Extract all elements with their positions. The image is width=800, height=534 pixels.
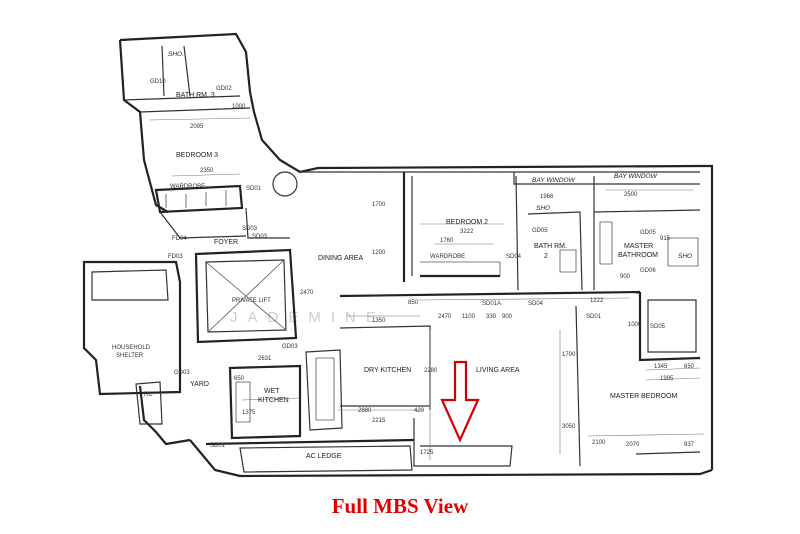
label-sho-2: SHO — [536, 205, 550, 212]
dim-value: 1100 — [462, 314, 476, 320]
dim-value: 1995 — [660, 376, 674, 382]
door-sd01a: SD01A — [482, 301, 501, 307]
door-sd04-a: SD04 — [528, 301, 544, 307]
door-sd01-b: SD01 — [210, 443, 226, 449]
dim-value: 2470 — [438, 314, 452, 320]
dim-value: 1966 — [540, 194, 554, 200]
caption: Full MBS View — [331, 494, 469, 518]
label-master: MASTER — [624, 243, 653, 250]
label-bath2: BATH RM. — [534, 243, 567, 250]
dim-value: 2631 — [258, 356, 272, 362]
door-gd03-b: GD03 — [174, 370, 190, 376]
label-dry-kitchen: DRY KITCHEN — [364, 367, 411, 374]
label-yard: YARD — [190, 381, 209, 388]
room-labels: BATH RM. 3 BEDROOM 3 WARDROBE FOYER PRIV… — [112, 51, 692, 460]
dim-value: 2070 — [626, 442, 640, 448]
dim-value: 650 — [234, 376, 245, 382]
label-sho-1: SHO. — [168, 51, 184, 58]
label-private-lift: PRIVATE LIFT — [232, 298, 271, 304]
dimension-numbers: 2095 1000 2350 1760 3222 1966 2500 915 9… — [190, 104, 695, 456]
label-bathroom: BATHROOM — [618, 252, 658, 259]
door-sd03-b: SD03 — [252, 234, 268, 240]
interior-walls — [123, 45, 701, 473]
label-sho-3: SHO — [678, 253, 692, 260]
dim-value: 1200 — [372, 250, 386, 256]
label-shelter: SHELTER — [116, 353, 144, 359]
door-gd02: GD02 — [216, 86, 232, 92]
label-bath3: BATH RM. 3 — [176, 92, 215, 99]
door-gd05-b: GD05 — [640, 230, 656, 236]
dim-value: 1700 — [562, 352, 576, 358]
dimension-lines — [149, 117, 705, 460]
door-sd01-c: SD01 — [586, 314, 602, 320]
dim-value: 2280 — [424, 368, 438, 374]
label-bedroom3: BEDROOM 3 — [176, 152, 218, 159]
dim-value: 1000 — [628, 322, 642, 328]
label-wardrobe3: WARDROBE — [170, 184, 205, 190]
dim-value: 1345 — [654, 364, 668, 370]
dim-value: 420 — [414, 408, 425, 414]
dim-value: 850 — [408, 300, 419, 306]
dim-value: 2215 — [372, 418, 386, 424]
door-sd01-a: SD01 — [246, 186, 262, 192]
dim-value: 900 — [620, 274, 631, 280]
dim-value: 937 — [684, 442, 695, 448]
dim-value: 1222 — [590, 298, 604, 304]
red-arrow-icon — [440, 360, 480, 443]
dim-value: 3050 — [562, 424, 576, 430]
label-bay-window-1: BAY WINDOW — [532, 177, 576, 184]
dim-value: 1375 — [242, 410, 256, 416]
dim-value: 2470 — [300, 290, 314, 296]
dim-value: 1350 — [372, 318, 386, 324]
label-rc: RC — [144, 392, 153, 398]
label-foyer: FOYER — [214, 239, 238, 246]
dim-value: 2100 — [592, 440, 606, 446]
dim-value: 3222 — [460, 229, 474, 235]
door-gd03-a: GD03 — [282, 344, 298, 350]
dim-value: 1760 — [440, 238, 454, 244]
label-kitchen: KITCHEN — [258, 397, 289, 404]
dim-value: 1700 — [372, 202, 386, 208]
door-gd06: GD06 — [640, 268, 656, 274]
label-ac-ledge: AC LEDGE — [306, 453, 342, 460]
label-wardrobe2: WARDROBE — [430, 254, 465, 260]
dim-value: 330 — [486, 314, 497, 320]
label-household: HOUSEHOLD — [112, 345, 151, 351]
label-bath2-num: 2 — [544, 253, 548, 260]
door-sd04-b: SD04 — [506, 254, 522, 260]
label-dining: DINING AREA — [318, 255, 363, 262]
label-master-bedroom: MASTER BEDROOM — [610, 393, 677, 400]
dim-value: 1725 — [420, 450, 434, 456]
watermark: JADEMINE — [230, 309, 386, 326]
door-sd05: SD05 — [650, 324, 666, 330]
dim-value: 650 — [684, 364, 695, 370]
label-bedroom2: BEDROOM 2 — [446, 219, 488, 226]
dim-value: 915 — [660, 236, 671, 242]
door-gd05-a: GD05 — [532, 228, 548, 234]
dim-value: 2095 — [190, 124, 204, 130]
dim-value: 900 — [502, 314, 513, 320]
dim-value: 1000 — [232, 104, 246, 110]
outer-walls — [82, 32, 714, 478]
dim-value: 2350 — [200, 168, 214, 174]
dim-value: 2880 — [358, 408, 372, 414]
label-wet: WET — [264, 388, 280, 395]
dim-value: 2500 — [624, 192, 638, 198]
door-fd03: FD03 — [168, 254, 183, 260]
door-gd10: GD10 — [150, 79, 166, 85]
door-fd04: FD04 — [172, 236, 187, 242]
label-bay-window-2: BAY WINDOW — [614, 173, 658, 180]
label-living: LIVING AREA — [476, 367, 520, 374]
door-tags: GD10 GD02 SD01 FD04 SD03 SD03 FD03 GD03 … — [150, 79, 666, 449]
door-sd03-a: SD03 — [242, 226, 258, 232]
